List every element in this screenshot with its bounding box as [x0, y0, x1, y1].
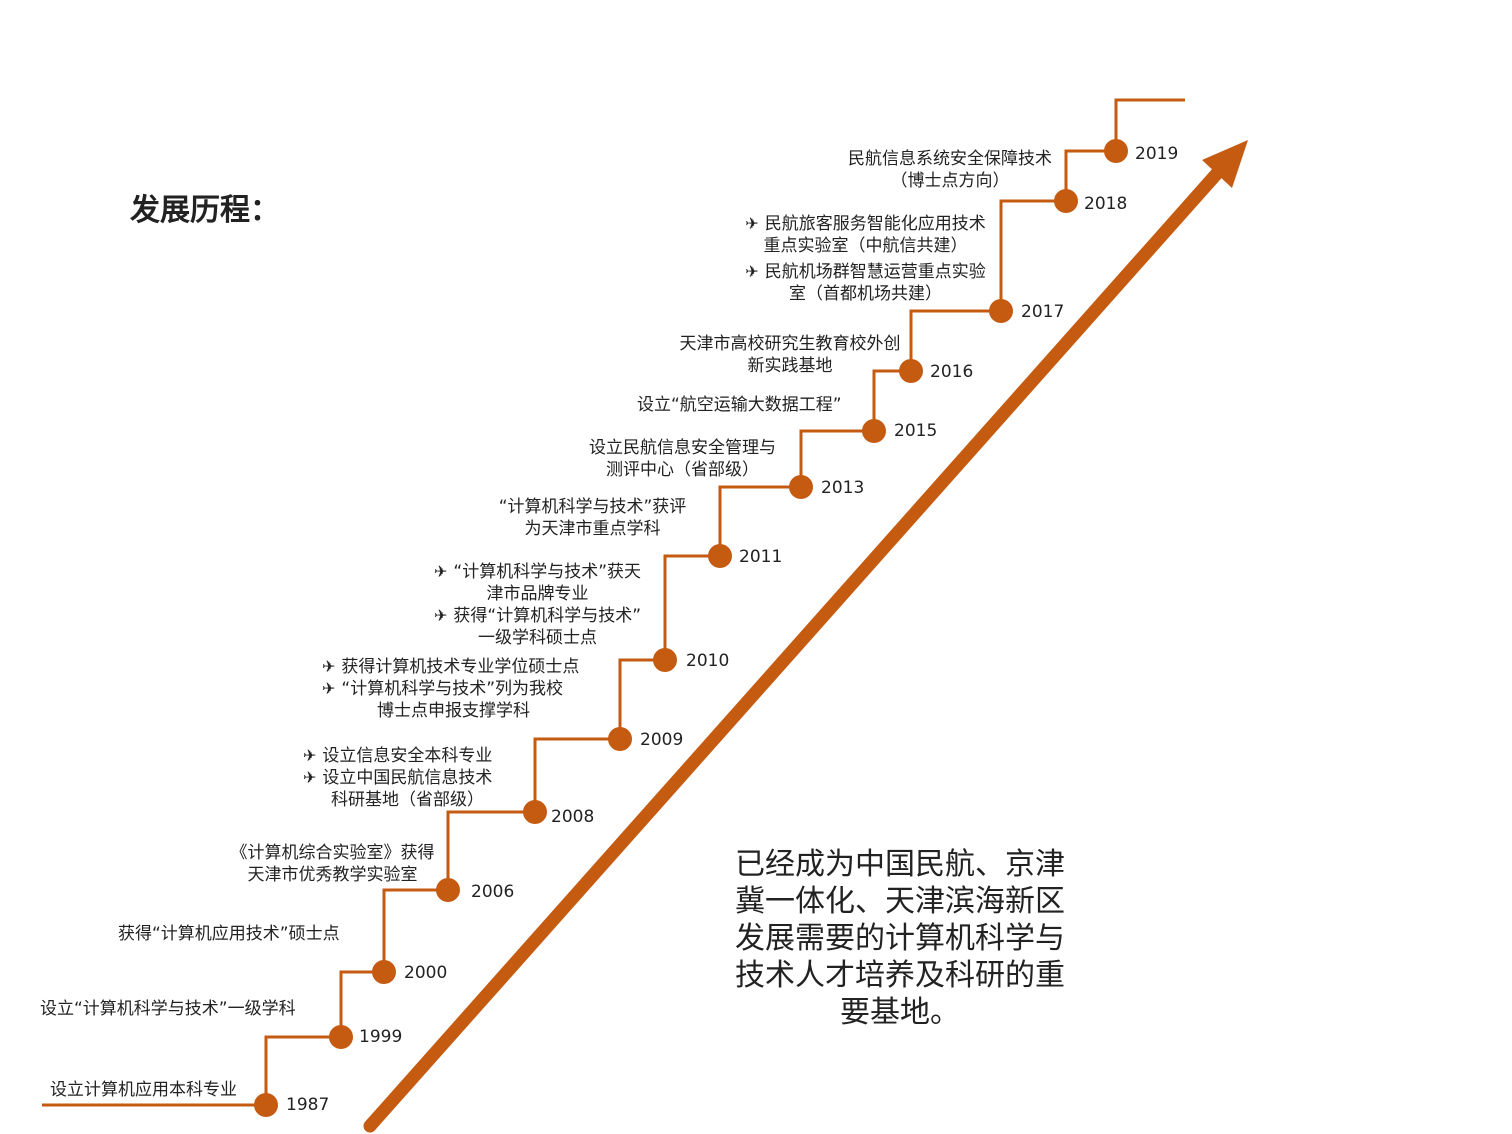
milestone-dot-2009: [608, 727, 632, 751]
event-2017: ✈ 民航旅客服务智能化应用技术 重点实验室（中航信共建） ✈ 民航机场群智慧运营重点…: [728, 213, 1003, 305]
milestone-dot-2018: [1054, 189, 1078, 213]
airplane-icon: ✈: [433, 562, 448, 581]
event-text: 重点实验室（中航信共建）: [763, 236, 968, 256]
event-text: 天津市优秀教学实验室: [247, 865, 418, 885]
year-label: 1999: [359, 1027, 403, 1047]
event-text: 室（首都机场共建）: [789, 284, 942, 304]
year-label: 1987: [286, 1095, 330, 1115]
milestone-dot-2010: [653, 648, 677, 672]
milestone-dot-1987: [254, 1093, 278, 1117]
event-text: “计算机科学与技术”列为我校: [341, 679, 564, 699]
event-text: 博士点申报支撑学科: [377, 701, 530, 721]
event-text: 津市品牌专业: [486, 584, 589, 604]
year-label: 2010: [686, 651, 730, 671]
event-2015: 设立“航空运输大数据工程”: [637, 394, 842, 416]
milestone-dot-2000: [372, 960, 396, 984]
event-text: 获得计算机技术专业学位硕士点: [341, 657, 580, 677]
year-label: 2011: [739, 547, 783, 567]
event-2008: ✈ 设立信息安全本科专业 ✈ 设立中国民航信息技术 科研基地（省部级）: [303, 745, 492, 811]
year-label: 2009: [640, 730, 684, 750]
milestone-dot-2019: [1104, 139, 1128, 163]
event-2016: 天津市高校研究生教育校外创 新实践基地: [672, 333, 908, 377]
event-text: 民航旅客服务智能化应用技术: [764, 214, 986, 234]
year-label: 2019: [1135, 144, 1179, 164]
event-text: （博士点方向）: [890, 171, 1010, 191]
event-2006: 《计算机综合实验室》获得 天津市优秀教学实验室: [225, 842, 440, 886]
event-text: “计算机科学与技术”获评: [498, 497, 687, 517]
year-label: 2015: [894, 421, 938, 441]
event-text: 科研基地（省部级）: [331, 790, 484, 810]
year-label: 2013: [821, 478, 865, 498]
event-text: 设立中国民航信息技术: [322, 768, 493, 788]
event-text: 为天津市重点学科: [524, 519, 661, 539]
milestone-dot-2016: [899, 359, 923, 383]
event-text: 设立民航信息安全管理与: [589, 438, 776, 458]
event-2013: 设立民航信息安全管理与 测评中心（省部级）: [580, 437, 785, 481]
event-text: “计算机科学与技术”获天: [453, 562, 642, 582]
year-label: 2017: [1021, 302, 1065, 322]
airplane-icon: ✈: [303, 746, 317, 765]
event-text: 民航信息系统安全保障技术: [848, 149, 1052, 169]
event-1999: 设立“计算机科学与技术”一级学科: [40, 998, 296, 1020]
event-text: 设立“计算机科学与技术”一级学科: [40, 999, 296, 1019]
event-2000: 获得“计算机应用技术”硕士点: [118, 923, 340, 945]
milestone-dot-1999: [329, 1025, 353, 1049]
event-2010: ✈ “计算机科学与技术”获天 津市品牌专业 ✈ 获得“计算机科学与技术” 一级学科硕…: [420, 561, 655, 649]
event-text: 《计算机综合实验室》获得: [230, 843, 435, 863]
event-2018: 民航信息系统安全保障技术 （博士点方向）: [840, 148, 1060, 192]
milestone-dot-2011: [708, 544, 732, 568]
milestone-dot-2013: [789, 475, 813, 499]
milestone-dot-2008: [523, 800, 547, 824]
year-label: 2008: [551, 807, 595, 827]
milestone-dot-2006: [436, 878, 460, 902]
airplane-icon: ✈: [433, 606, 448, 625]
year-label: 2016: [930, 362, 974, 382]
milestone-dot-2017: [989, 299, 1013, 323]
event-text: 测评中心（省部级）: [606, 460, 759, 480]
event-text: 设立信息安全本科专业: [322, 746, 493, 766]
event-2011: “计算机科学与技术”获评 为天津市重点学科: [485, 496, 700, 540]
year-label: 2000: [404, 963, 448, 983]
event-text: 设立计算机应用本科专业: [50, 1080, 237, 1100]
event-text: 天津市高校研究生教育校外创: [679, 334, 901, 354]
airplane-icon: ✈: [745, 214, 759, 233]
event-text: 民航机场群智慧运营重点实验: [764, 262, 986, 282]
event-1987: 设立计算机应用本科专业: [50, 1079, 237, 1101]
year-label: 2018: [1084, 194, 1128, 214]
growth-arrow-head: [1202, 140, 1248, 188]
event-text: 设立“航空运输大数据工程”: [637, 395, 842, 415]
airplane-icon: ✈: [322, 657, 336, 676]
summary-statement: 已经成为中国民航、京津冀一体化、天津滨海新区发展需要的计算机科学与技术人才培养及…: [735, 847, 1065, 1030]
event-text: 获得“计算机应用技术”硕士点: [118, 924, 340, 944]
airplane-icon: ✈: [745, 262, 759, 281]
airplane-icon: ✈: [322, 679, 336, 698]
growth-arrow-shaft: [363, 163, 1227, 1133]
event-text: 一级学科硕士点: [478, 628, 597, 648]
year-label: 2006: [471, 882, 515, 902]
event-text: 获得“计算机科学与技术”: [453, 606, 642, 626]
milestone-dot-2015: [862, 419, 886, 443]
event-2009: ✈ 获得计算机技术专业学位硕士点 ✈ “计算机科学与技术”列为我校 博士点申报支撑学…: [322, 656, 579, 722]
event-text: 新实践基地: [747, 356, 833, 376]
page-title: 发展历程：: [130, 193, 280, 228]
airplane-icon: ✈: [303, 768, 317, 787]
